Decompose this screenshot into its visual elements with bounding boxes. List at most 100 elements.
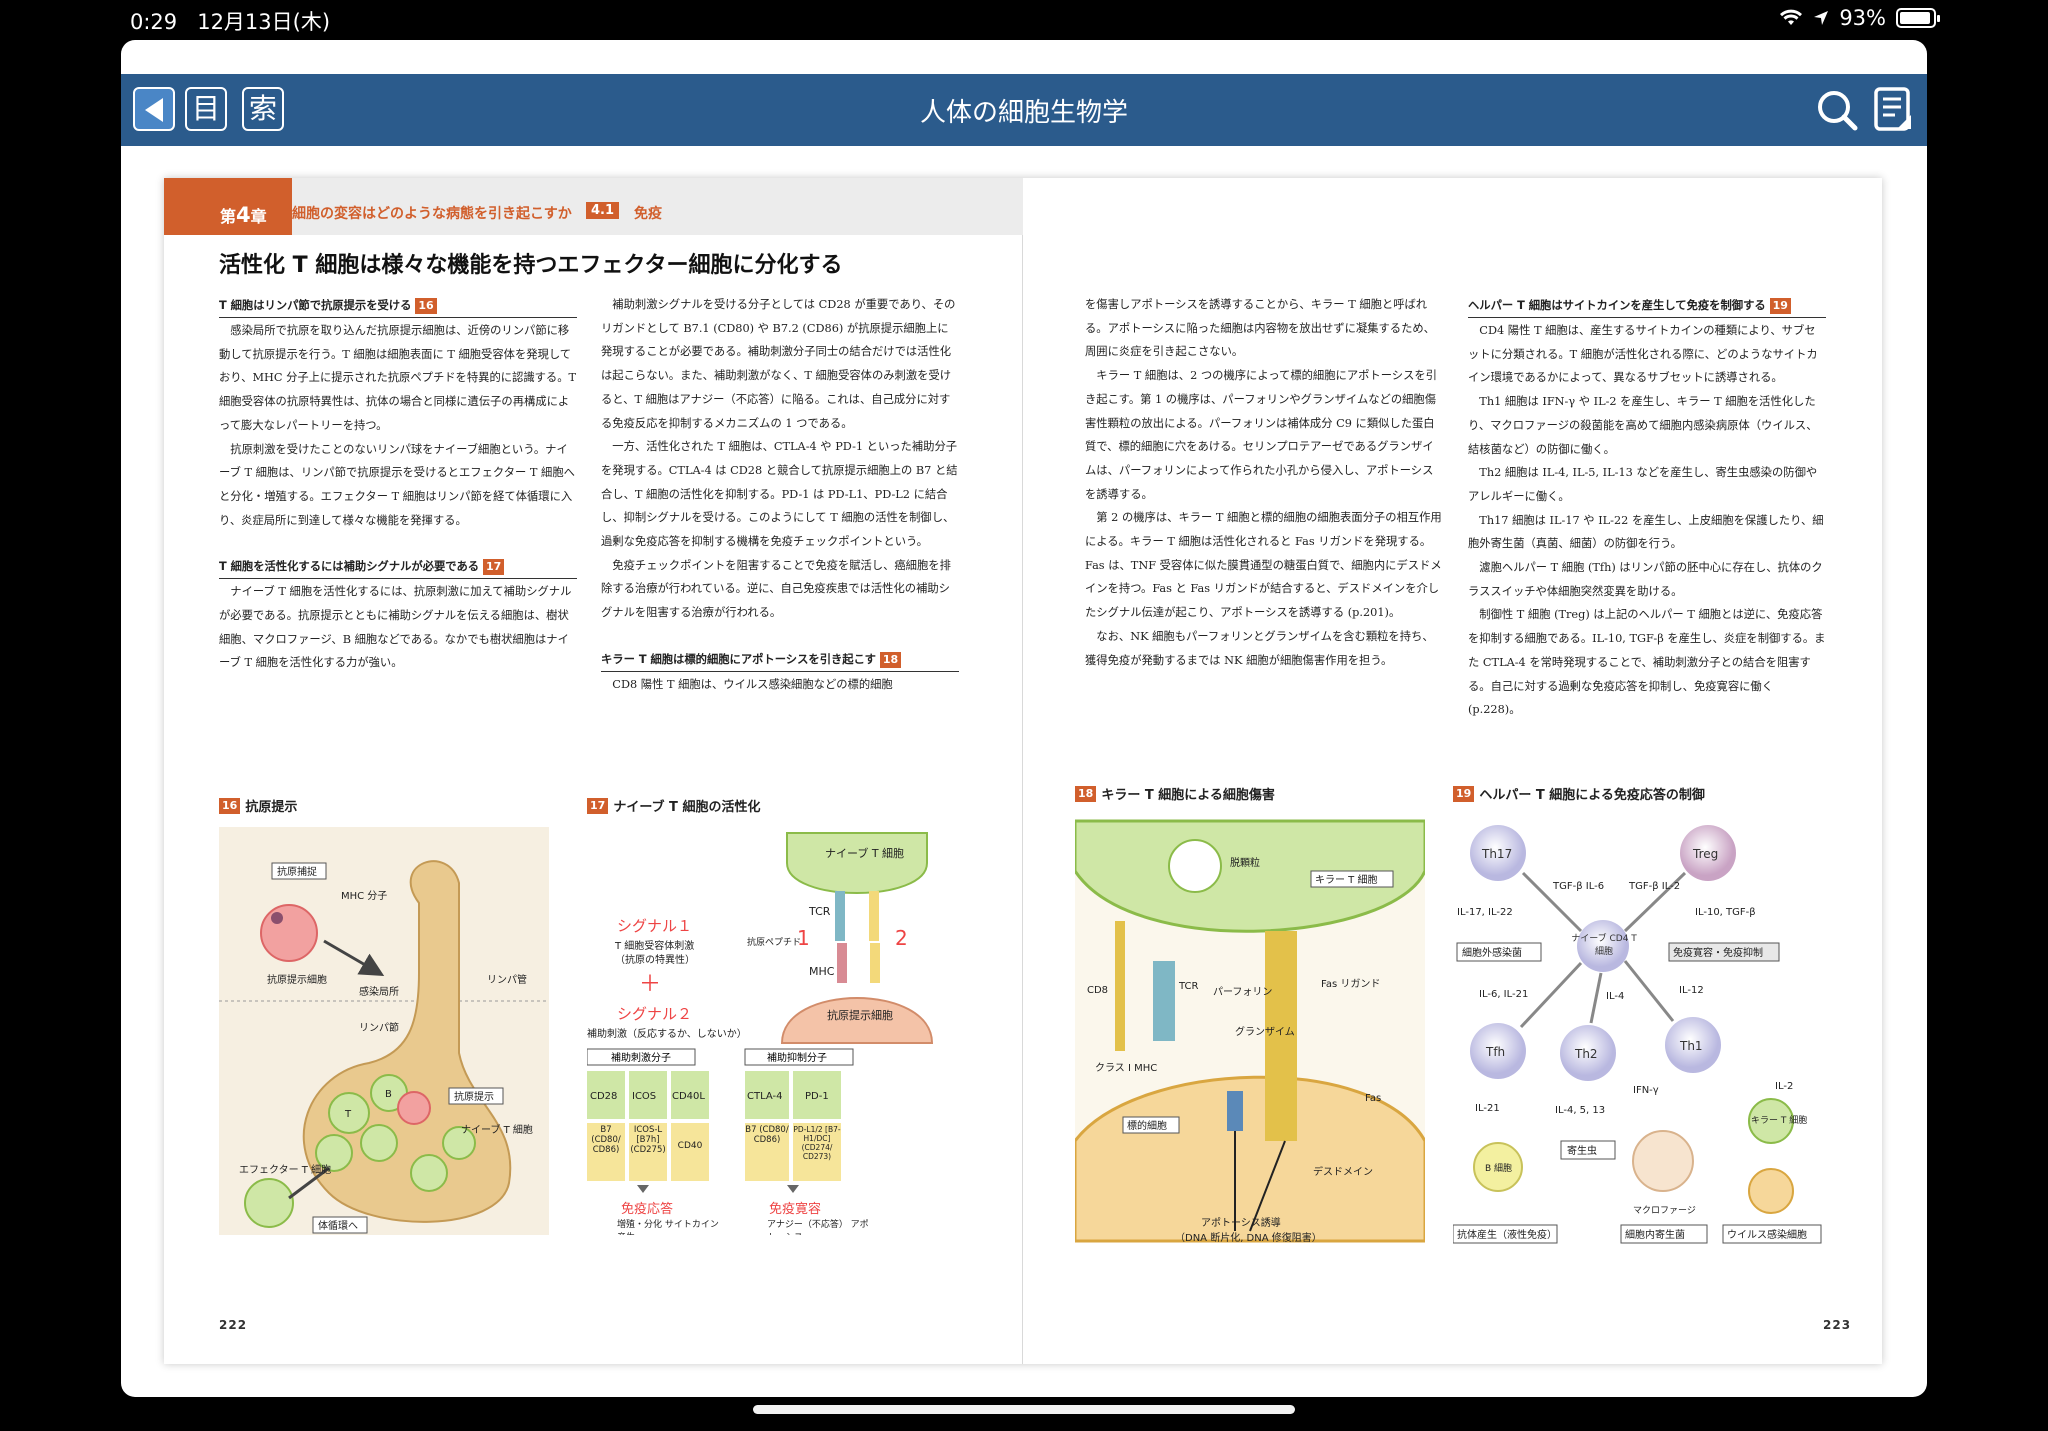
cytokine-label: IL-10, TGF-β [1695, 907, 1756, 918]
signal-1: シグナル１ [617, 917, 692, 935]
stim-ligand: B7 (CD80/ CD86) [591, 1125, 621, 1155]
cytokine-label: IL-17, IL-22 [1457, 907, 1513, 918]
paragraph: 一方、活性化された T 細胞は、CTLA-4 や PD-1 といった補助分子を発… [601, 440, 958, 549]
inhib-receptor: CTLA-4 [747, 1091, 782, 1102]
status-bar: 0:29 12月13日(木) 93% [0, 0, 2048, 38]
paragraph: 抗原刺激を受けたことのないリンパ球をナイーブ細胞という。ナイーブ T 細胞は、リ… [219, 442, 575, 527]
stim-receptor: CD40L [672, 1091, 705, 1102]
t-cell-activation-diagram: ナイーブ T 細胞 抗原提示細胞 TCR MHC 抗原ペプチド 1 2 シグナル… [586, 832, 934, 1243]
stim-ligand: ICOS-L [B7h] (CD275) [630, 1125, 666, 1155]
label-apoptosis-desc: （DNA 断片化, DNA 修復阻害） [1175, 1231, 1322, 1244]
section-heading: T 細胞はリンパ節で抗原提示を受ける 16 [219, 295, 577, 318]
label-lymph-node: リンパ節 [359, 1021, 399, 1034]
killer-t-diagram: 脱顆粒 キラー T 細胞 CD8 TCR パーフォリン Fas リガンド グラン… [1073, 819, 1427, 1244]
label-perforin: パーフォリン [1213, 986, 1272, 998]
label-two: 2 [895, 926, 908, 950]
section-heading: ヘルパー T 細胞はサイトカインを産生して免疫を制御する 19 [1468, 295, 1826, 318]
book-title: 人体の細胞生物学 [919, 98, 1128, 128]
immune-response: 免疫応答 [621, 1201, 673, 1217]
battery-percent: 93% [1839, 6, 1886, 30]
label-killer-t: キラー T 細胞 [1751, 1114, 1807, 1126]
label-tcr: TCR [1178, 981, 1199, 992]
paragraph: キラー T 細胞は、2 つの機序によって標的細胞にアポトーシスを引き起こす。第 … [1085, 369, 1437, 501]
inhib-ligand: B7 (CD80/ CD86) [745, 1125, 789, 1145]
inhib-header: 補助抑制分子 [767, 1051, 827, 1064]
cell-naive-cd4: ナイーブ CD4 T 細胞 [1571, 934, 1637, 957]
stim-receptor: CD28 [590, 1091, 617, 1102]
label-presentation: 抗原提示 [454, 1090, 494, 1103]
paragraph: なお、NK 細胞もパーフォリンとグランザイムを含む顆粒を持ち、獲得免疫が発動する… [1085, 629, 1434, 667]
outcome-box: 寄生虫 [1567, 1144, 1597, 1157]
label-fas-ligand: Fas リガンド [1321, 978, 1380, 990]
label-naive-t-cell: ナイーブ T 細胞 [825, 846, 904, 860]
reader-toolbar: 目 索 人体の細胞生物学 [121, 74, 1927, 146]
section-heading: T 細胞を活性化するには補助シグナルが必要である 17 [219, 556, 577, 580]
immune-response-desc: 増殖・分化 サイトカイン産生 [617, 1220, 719, 1243]
book-spread: 第4章 細胞の変容はどのような病態を引き起こすか 4.1 免疫 活性化 T 細胞… [164, 178, 1882, 1364]
paragraph: を傷害しアポトーシスを誘導することから、キラー T 細胞と呼ばれる。アポトーシス… [1085, 298, 1435, 359]
inhib-ligand: PD-L1/2 [B7-H1/DC] (CD274/ CD273) [793, 1125, 841, 1161]
back-button[interactable] [133, 87, 175, 131]
search-icon[interactable] [1815, 88, 1859, 132]
page-right: を傷害しアポトーシスを誘導することから、キラー T 細胞と呼ばれる。アポトーシス… [1023, 178, 1882, 1364]
cytokine-label: IL-4 [1606, 991, 1624, 1002]
toc-button[interactable]: 目 [185, 87, 227, 131]
cytokine-label: IL-21 [1475, 1103, 1500, 1114]
label-antigen-capture: 抗原捕捉 [277, 865, 317, 878]
page-left: 第4章 細胞の変容はどのような病態を引き起こすか 4.1 免疫 活性化 T 細胞… [164, 178, 1023, 1364]
cytokine-label: TGF-β IL-2 [1628, 881, 1680, 892]
notes-icon[interactable] [1873, 86, 1913, 132]
section-heading: キラー T 細胞は標的細胞にアポトーシスを引き起こす 18 [601, 649, 959, 672]
paragraph: CD8 陽性 T 細胞は、ウイルス感染細胞などの標的細胞 [612, 677, 893, 691]
text-column-1: T 細胞はリンパ節で抗原提示を受ける 16 感染局所で抗原を取り込んだ抗原提示細… [219, 295, 577, 675]
text-column-3: を傷害しアポトーシスを誘導することから、キラー T 細胞と呼ばれる。アポトーシス… [1085, 293, 1443, 672]
cell-th1: Th1 [1679, 1039, 1703, 1053]
stim-receptor: ICOS [632, 1091, 656, 1102]
cytokine-label: IL-12 [1679, 985, 1704, 996]
home-indicator[interactable] [753, 1405, 1295, 1414]
outcome-box: 細胞内寄生菌 [1625, 1228, 1685, 1241]
text-column-4: ヘルパー T 細胞はサイトカインを産生して免疫を制御する 19 CD4 陽性 T… [1468, 295, 1826, 722]
label-t: T [344, 1109, 352, 1120]
label-apc-cell: 抗原提示細胞 [827, 1008, 893, 1022]
paragraph: ナイーブ T 細胞を活性化するには、抗原刺激に加えて補助シグナルが必要である。抗… [219, 585, 572, 670]
index-button[interactable]: 索 [242, 87, 284, 131]
reader-window: 目 索 人体の細胞生物学 第4章 細胞の変容はどのような病態を引き起こすか 4.… [121, 40, 1927, 1397]
outcome-box: 抗体産生（液性免疫） [1457, 1228, 1557, 1241]
paragraph: 制御性 T 細胞 (Treg) は上記のヘルパー T 細胞とは逆に、免疫応答を抑… [1468, 608, 1826, 717]
plus-sign: ＋ [639, 972, 661, 997]
paragraph: Th17 細胞は IL-17 や IL-22 を産生し、上皮細胞を保護したり、細… [1468, 513, 1824, 551]
label-mhc: MHC 分子 [341, 890, 387, 902]
signal-2-desc: 補助刺激（反応するか、しないか） [587, 1027, 747, 1040]
label-granzyme: グランザイム [1235, 1025, 1295, 1038]
label-mhc: MHC [809, 965, 835, 978]
cytokine-label: IL-6, IL-21 [1479, 989, 1528, 1000]
outcome-box: ウイルス感染細胞 [1727, 1228, 1807, 1241]
label-class1-mhc: クラス I MHC [1095, 1062, 1157, 1074]
paragraph: 免疫チェックポイントを阻害することで免疫を賦活し、癌細胞を排除する治療が行われて… [601, 558, 951, 620]
label-cd8: CD8 [1087, 985, 1108, 996]
battery-icon [1896, 8, 1940, 28]
page-title: 活性化 T 細胞は様々な機能を持つエフェクター細胞に分化する [219, 253, 843, 278]
status-time: 0:29 12月13日(木) [130, 10, 331, 34]
cytokine-label: IFN-γ [1633, 1085, 1659, 1096]
cytokine-label: TGF-β IL-6 [1552, 881, 1604, 892]
page-number-right: 223 [1823, 1318, 1852, 1332]
location-arrow-icon [1814, 11, 1829, 25]
label-fas: Fas [1365, 1093, 1381, 1104]
paragraph: Th1 細胞は IFN-γ や IL-2 を産生し、キラー T 細胞を活性化した… [1468, 395, 1818, 456]
section-name: 免疫 [634, 206, 662, 222]
paragraph: 第 2 の機序は、キラー T 細胞と標的細胞の細胞表面分子の相互作用による。キラ… [1085, 511, 1442, 620]
label-peptide: 抗原ペプチド [747, 936, 801, 948]
section-number: 4.1 [586, 202, 620, 219]
cell-treg: Treg [1692, 847, 1718, 861]
label-naive-t: ナイーブ T 細胞 [461, 1123, 533, 1136]
wifi-icon [1780, 9, 1803, 25]
label-lymph-vessel: リンパ管 [487, 973, 527, 986]
